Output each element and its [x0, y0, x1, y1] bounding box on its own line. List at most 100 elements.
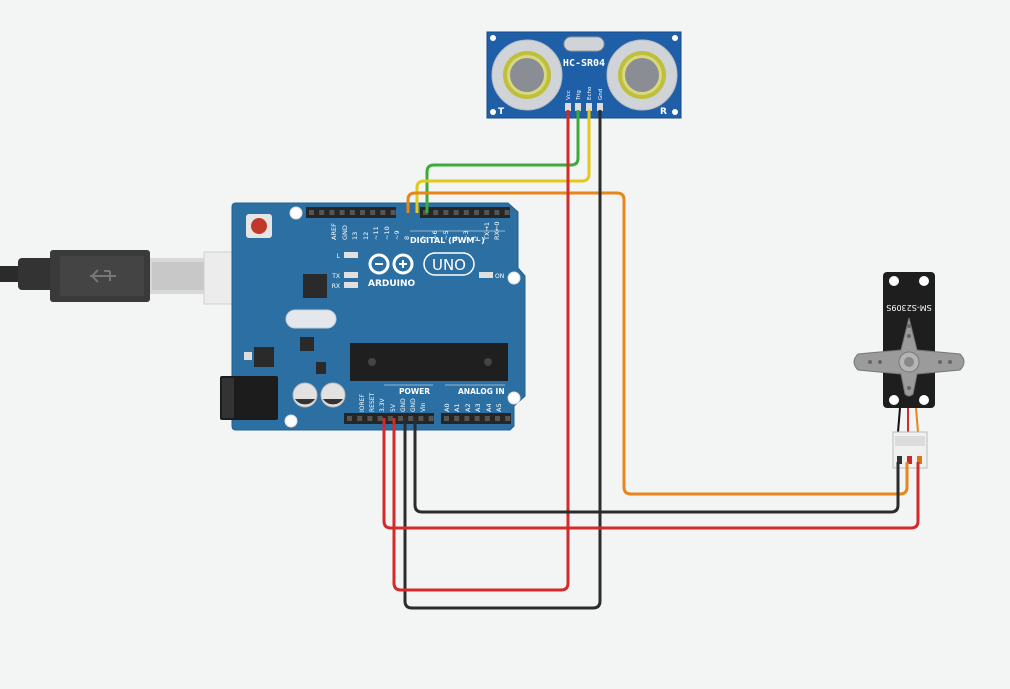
power-label: POWER	[399, 387, 430, 396]
digital-pin-label: 8	[403, 236, 411, 240]
digital-pin-label: ~6	[431, 230, 439, 240]
header-pin[interactable]	[443, 210, 449, 215]
header-pin[interactable]	[387, 416, 393, 421]
header-pin[interactable]	[484, 210, 490, 215]
header-pin[interactable]	[390, 210, 396, 215]
servo-horn	[853, 317, 965, 397]
model-label: UNO	[432, 256, 466, 274]
sensor-pin[interactable]	[575, 103, 581, 111]
wire-servo-gnd-to-arduino-gnd[interactable]	[413, 418, 900, 514]
header-pin[interactable]	[505, 416, 511, 421]
wire-trig-to-pin7[interactable]	[425, 110, 580, 213]
brand-label: ARDUINO	[368, 279, 416, 289]
wire-sensor-gnd-to-arduino-gnd[interactable]	[403, 110, 602, 610]
wire-servo-signal-to-pin9[interactable]	[406, 191, 909, 496]
header-pin[interactable]	[474, 210, 479, 215]
header-pin[interactable]	[444, 416, 449, 421]
sensor-pin-label: Vcc	[566, 90, 572, 100]
power-pin-label: IOREF	[359, 394, 366, 412]
sensor-pin[interactable]	[597, 103, 603, 111]
header-pin[interactable]	[329, 210, 335, 215]
arduino-logo	[368, 253, 414, 275]
analog-pin-label: A1	[453, 403, 461, 412]
digital-pin-label: ~9	[393, 230, 401, 240]
digital-label: DIGITAL (PWM~)	[410, 236, 485, 245]
digital-pin-label: 4	[452, 236, 460, 240]
header-pin[interactable]	[370, 210, 376, 215]
voltage-regulator	[254, 347, 274, 367]
digital-pin-label: 13	[351, 232, 359, 240]
servo-motor[interactable]: SM-S2309S	[853, 272, 965, 469]
header-pin[interactable]	[453, 210, 459, 215]
header-pin[interactable]	[380, 210, 386, 215]
digital-pin-label: ~11	[372, 226, 380, 240]
header-pin[interactable]	[428, 416, 434, 421]
digital-pin-label: ~10	[383, 226, 391, 240]
analog-pin-label: A4	[485, 403, 493, 412]
wire-echo-to-pin8[interactable]	[415, 110, 591, 213]
power-pin-label: Vin	[420, 402, 427, 412]
header-pin[interactable]	[474, 416, 480, 421]
transmitter	[491, 39, 563, 111]
sensor-name: HC-SR04	[563, 58, 605, 69]
crystal-oscillator	[285, 309, 337, 329]
digital-pin-label: 7	[421, 236, 429, 240]
led-tx	[344, 272, 358, 278]
header-pin[interactable]	[504, 210, 510, 215]
servo-model: SM-S2309S	[886, 303, 931, 312]
power-pin-label: 3.3V	[379, 397, 386, 412]
wire-servo-power-to-5v[interactable]	[382, 418, 920, 530]
led-l	[344, 252, 358, 258]
header-pin[interactable]	[484, 416, 490, 421]
usb-cable[interactable]	[0, 250, 206, 302]
header-pin[interactable]	[339, 210, 345, 215]
header-pin[interactable]	[347, 416, 352, 421]
power-pin-label: 5V	[390, 403, 397, 412]
header-pin[interactable]	[418, 416, 424, 421]
header-pin[interactable]	[309, 210, 314, 215]
digital-pin-label: TX→1	[483, 222, 491, 241]
sensor-pin-label: Trig	[576, 90, 582, 101]
receiver	[606, 39, 678, 111]
header-pin[interactable]	[360, 210, 365, 215]
led-rx-label: RX	[332, 283, 340, 290]
wires	[382, 110, 920, 610]
usb-chip	[303, 274, 327, 298]
header-pin[interactable]	[319, 210, 325, 215]
power-pin-label: GND	[400, 398, 407, 412]
header-pin[interactable]	[398, 416, 403, 421]
digital-pin-label: 12	[362, 232, 370, 240]
analog-pin-label: A0	[443, 403, 451, 412]
header-pin[interactable]	[367, 416, 373, 421]
analog-pin-label: A3	[474, 403, 482, 412]
led-on	[479, 272, 493, 278]
sensor-crystal	[563, 36, 605, 52]
header-pin[interactable]	[494, 210, 500, 215]
header-pin[interactable]	[463, 210, 469, 215]
power-pin-label: RESET	[369, 392, 376, 412]
header-pin[interactable]	[349, 210, 355, 215]
analog-pin-label: A5	[495, 403, 503, 412]
led-rx	[344, 282, 358, 288]
sensor-r-label: R	[660, 107, 667, 117]
header-pin[interactable]	[377, 416, 383, 421]
dc-power-jack	[220, 376, 278, 420]
digital-pin-label: ~5	[442, 230, 450, 240]
sensor-t-label: T	[498, 107, 505, 117]
sensor-pin[interactable]	[565, 103, 571, 111]
sensor-pin-label: Gnd	[598, 89, 604, 100]
header-pin[interactable]	[433, 210, 439, 215]
header-pin[interactable]	[454, 416, 460, 421]
header-pin[interactable]	[357, 416, 363, 421]
header-pin[interactable]	[408, 416, 414, 421]
wire-sensor-vcc-to-5v[interactable]	[392, 110, 570, 592]
sensor-pin[interactable]	[586, 103, 592, 111]
gnd-label: GND	[341, 225, 349, 240]
led-l-label: L	[337, 253, 341, 260]
header-pin[interactable]	[495, 416, 500, 421]
header-pin[interactable]	[464, 416, 470, 421]
aref-label: AREF	[330, 223, 338, 240]
